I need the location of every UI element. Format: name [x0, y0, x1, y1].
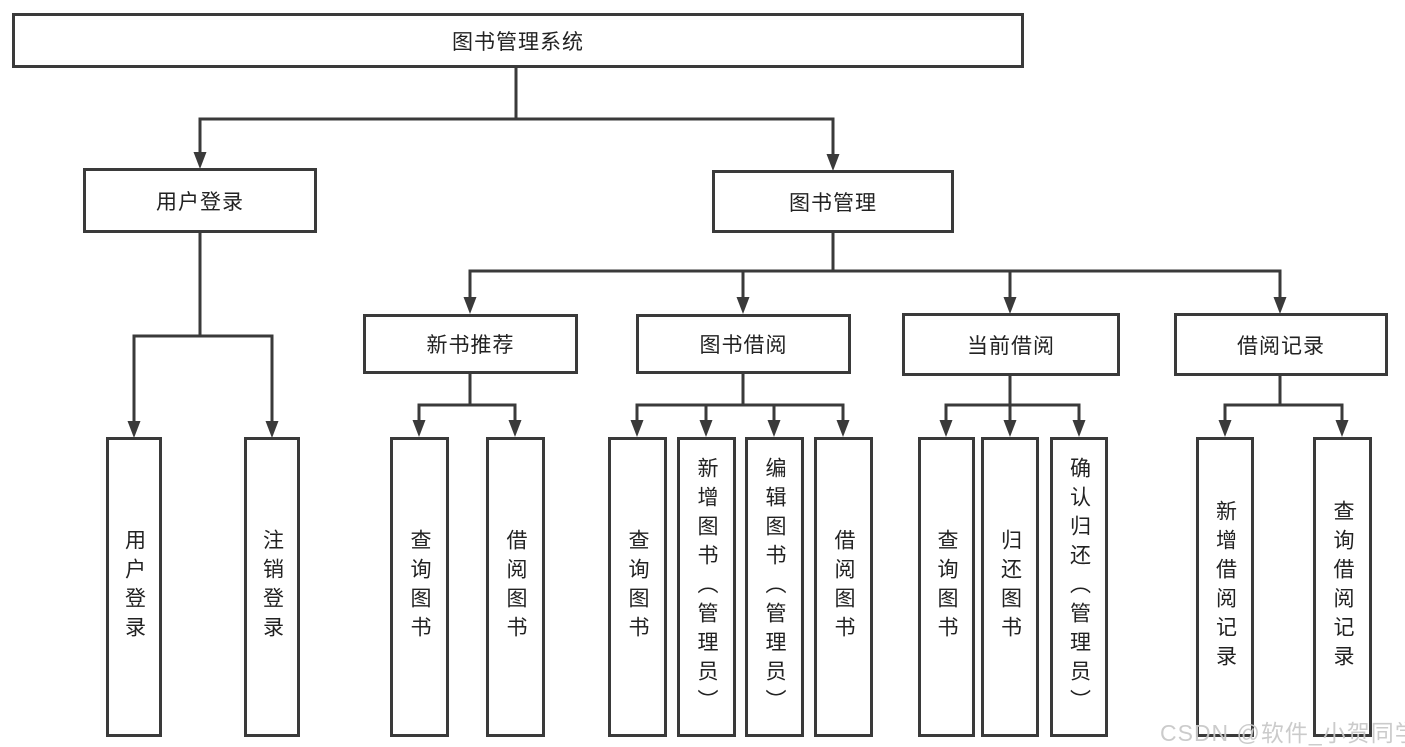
node-borrow-records: 借阅记录 — [1174, 313, 1388, 376]
leaf-borrowing-edit-books-admin: 编辑图书（管理员） — [745, 437, 804, 737]
arrowhead — [412, 420, 426, 437]
leaf-records-query-record: 查询借阅记录 — [1313, 437, 1372, 737]
leaf-logout: 注销登录 — [244, 437, 300, 737]
node-current-borrowing: 当前借阅 — [902, 313, 1120, 376]
leaf-current-confirm-return-admin: 确认归还（管理员） — [1050, 437, 1108, 737]
arrowhead — [1218, 420, 1232, 437]
leaf-borrowing-borrow-books: 借阅图书 — [814, 437, 873, 737]
leaf-borrowing-query-books: 查询图书 — [608, 437, 667, 737]
leaf-current-return-books: 归还图书 — [981, 437, 1039, 737]
arrowhead — [1003, 297, 1017, 314]
arrowhead — [826, 154, 840, 171]
node-new-book-recommend: 新书推荐 — [363, 314, 578, 374]
arrowhead — [767, 420, 781, 437]
leaf-borrowing-add-books-admin: 新增图书（管理员） — [677, 437, 736, 737]
leaf-newbooks-query-books: 查询图书 — [390, 437, 449, 737]
arrowhead — [265, 421, 279, 438]
arrowhead — [939, 420, 953, 437]
arrowhead — [193, 152, 207, 169]
arrowhead — [1273, 297, 1287, 314]
leaf-newbooks-borrow-books: 借阅图书 — [486, 437, 545, 737]
leaf-user-login: 用户登录 — [106, 437, 162, 737]
arrowhead — [1003, 420, 1017, 437]
node-book-borrowing: 图书借阅 — [636, 314, 851, 374]
arrowhead — [463, 297, 477, 314]
csdn-watermark: CSDN @软件_小贺同学 — [1160, 720, 1405, 746]
arrowhead — [1072, 420, 1086, 437]
arrowhead — [699, 420, 713, 437]
node-user-login: 用户登录 — [83, 168, 317, 233]
leaf-current-query-books: 查询图书 — [918, 437, 975, 737]
node-book-management: 图书管理 — [712, 170, 954, 233]
arrowhead — [836, 420, 850, 437]
arrowhead — [630, 420, 644, 437]
arrowhead — [508, 420, 522, 437]
arrowhead — [127, 421, 141, 438]
node-library-system: 图书管理系统 — [12, 13, 1024, 68]
arrowhead — [1335, 420, 1349, 437]
tree-edges — [132, 68, 1344, 426]
leaf-records-add-record: 新增借阅记录 — [1196, 437, 1254, 737]
arrowhead — [736, 297, 750, 314]
